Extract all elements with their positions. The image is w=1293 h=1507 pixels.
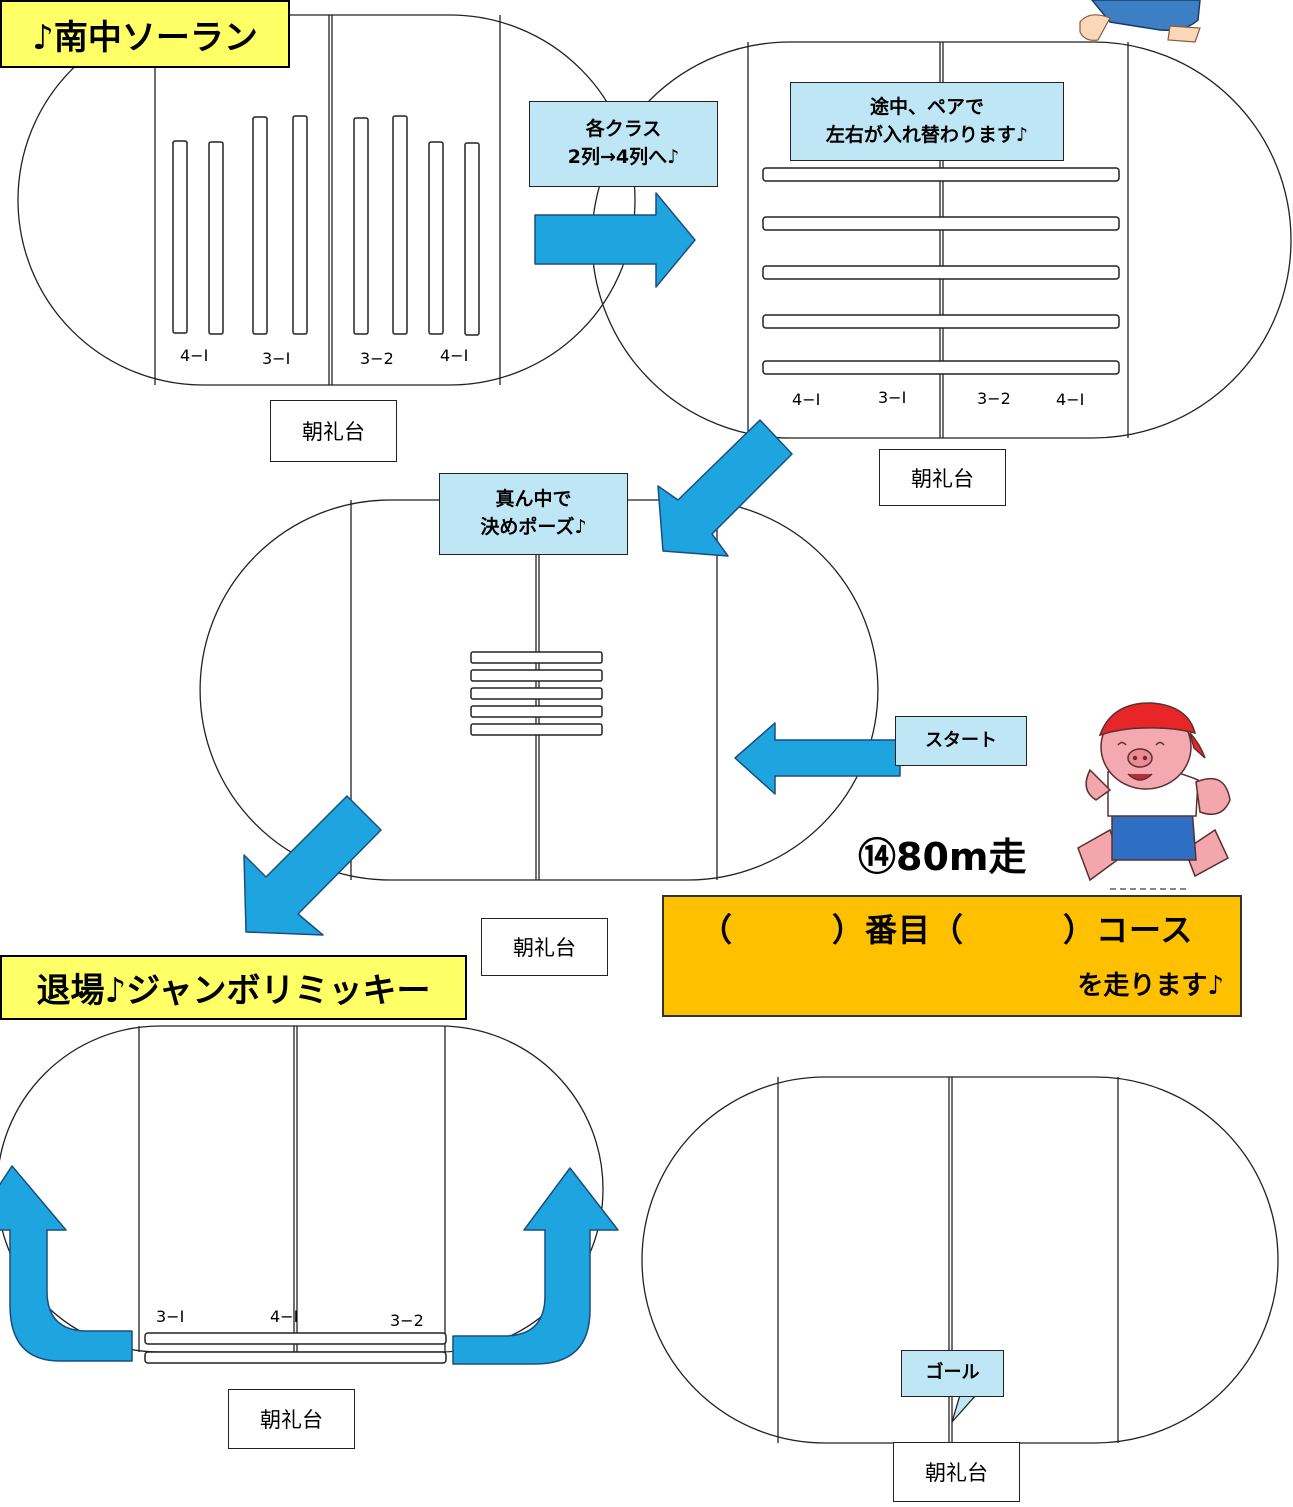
- arrow-right-icon: [534, 192, 696, 288]
- arrow-left-icon: [734, 722, 901, 795]
- callout-line: 真ん中で: [495, 488, 572, 511]
- formation-rows: [762, 167, 1120, 375]
- goal-callout: ゴール: [901, 1350, 1004, 1397]
- exit-rows: [144, 1332, 447, 1364]
- lane-banner: （ ）番目（ ）コース を走ります♪: [662, 895, 1242, 1017]
- callout-line: 2列→4列へ♪: [567, 146, 680, 168]
- lane-label: 3−Ⅰ: [156, 1307, 185, 1326]
- pose-cluster: [470, 651, 603, 736]
- pose-callout: 真ん中で 決めポーズ♪: [439, 473, 628, 555]
- lane-label: 4−Ⅰ: [1056, 390, 1085, 409]
- callout-line: 途中、ペアで: [869, 95, 984, 118]
- swap-callout: 途中、ペアで 左右が入れ替わります♪: [790, 82, 1064, 161]
- lane-label: 3−Ⅰ: [262, 349, 291, 368]
- panel4-title: 退場♪ジャンボリミッキー: [0, 955, 467, 1020]
- callout-line: 決めポーズ♪: [480, 516, 587, 538]
- field-panel1: [17, 14, 636, 386]
- lane-label: 4−Ⅰ: [180, 346, 209, 365]
- arrow-curve-up-left-icon: [0, 1165, 133, 1362]
- stage-box: 朝礼台: [481, 918, 608, 976]
- lane-label: 3−2: [977, 389, 1011, 408]
- formation-columns: [172, 115, 480, 336]
- flow-arrows: [0, 192, 901, 1365]
- stage-box: 朝礼台: [228, 1389, 355, 1449]
- stage-box: 朝礼台: [893, 1442, 1020, 1502]
- race-title: ⑭80m走: [858, 835, 1027, 879]
- banner-line2: を走ります♪: [1077, 971, 1224, 1001]
- stage-box: 朝礼台: [270, 400, 397, 462]
- banner-line1: （ ）番目（ ）コース: [700, 911, 1194, 949]
- callout-line: 左右が入れ替わります♪: [825, 123, 1029, 146]
- arrow-curve-up-right-icon: [452, 1167, 619, 1365]
- arrow-down-left-icon: [657, 419, 793, 557]
- lane-label: 4−Ⅰ: [792, 390, 821, 409]
- callout-line: 各クラス: [585, 118, 662, 141]
- start-callout: スタート: [895, 716, 1027, 766]
- lane-label: 3−2: [360, 349, 394, 368]
- pig-runner-icon: [1077, 702, 1231, 882]
- lane-label: 3−2: [390, 1311, 424, 1330]
- lane-label: 4−Ⅰ: [440, 346, 469, 365]
- runner-mascot-icon: [1079, 0, 1201, 43]
- panel1-title: ♪南中ソーラン: [0, 0, 290, 68]
- lane-label: 4−Ⅰ: [270, 1307, 299, 1326]
- goal-pointer: [951, 1394, 978, 1423]
- field-panel4: [0, 1025, 604, 1353]
- lane-label: 3−Ⅰ: [878, 388, 907, 407]
- arrow-down-left-icon: [243, 795, 382, 936]
- stage-box: 朝礼台: [879, 449, 1006, 506]
- formation-callout: 各クラス 2列→4列へ♪: [529, 101, 718, 187]
